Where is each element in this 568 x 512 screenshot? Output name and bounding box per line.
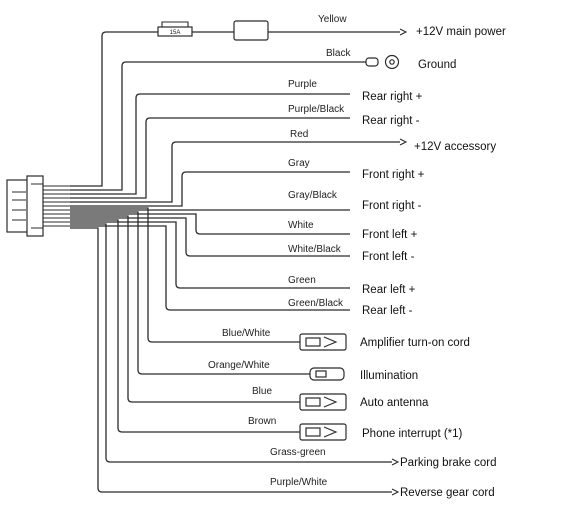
- wire-color-yellow: Yellow: [318, 14, 347, 25]
- wire-purple: [70, 93, 350, 195]
- wire-green-black: [70, 225, 350, 311]
- wire-color-black: Black: [326, 48, 351, 59]
- ground-terminal-icon: [365, 54, 400, 70]
- wire-function-front-right-minus: Front right -: [362, 200, 422, 212]
- harness-connector: [6, 175, 70, 237]
- phone-interrupt-connector-icon: [299, 423, 347, 441]
- wire-orange-white: [70, 211, 310, 375]
- wire-function-front-left-minus: Front left -: [362, 251, 415, 263]
- wire-white-black: [70, 217, 350, 257]
- wire-function-front-left-plus: Front left +: [362, 229, 418, 241]
- wire-gray: [70, 171, 350, 207]
- wire-color-green: Green: [288, 275, 316, 286]
- wire-function-front-right-plus: Front right +: [362, 169, 425, 181]
- wire-color-gray: Gray: [288, 158, 310, 169]
- wire-function-rear-left-plus: Rear left +: [362, 284, 416, 296]
- wire-function-main-power: +12V main power: [416, 26, 506, 38]
- wire-purple-black: [70, 117, 350, 199]
- wire-color-brown: Brown: [248, 416, 276, 427]
- wire-color-gray-black: Gray/Black: [288, 190, 338, 201]
- wire-blue: [70, 215, 300, 403]
- wire-function-amplifier: Amplifier turn-on cord: [360, 337, 470, 349]
- wire-bundle: [70, 28, 408, 496]
- wire-color-green-black: Green/Black: [288, 298, 344, 309]
- wire-red: [70, 141, 400, 203]
- wire-function-rear-right-plus: Rear right +: [362, 91, 423, 103]
- wire-color-blue: Blue: [252, 386, 272, 397]
- wire-function-accessory: +12V accessory: [414, 141, 496, 153]
- antenna-connector-icon: [299, 393, 347, 411]
- wire-function-auto-antenna: Auto antenna: [360, 397, 429, 409]
- wire-black: [70, 61, 366, 191]
- wire-color-blue-white: Blue/White: [222, 328, 271, 339]
- wire-color-white: White: [288, 220, 314, 231]
- fuse: 15A: [157, 21, 193, 37]
- wire-end-icon: [391, 458, 400, 466]
- wire-function-illumination: Illumination: [360, 370, 418, 382]
- wire-yellow: [70, 31, 400, 187]
- wire-function-rear-left-minus: Rear left -: [362, 305, 413, 317]
- wire-green: [70, 221, 350, 289]
- inline-fuse-holder: [233, 20, 269, 41]
- wire-function-rear-right-minus: Rear right -: [362, 115, 420, 127]
- fuse-label: 15A: [170, 30, 181, 36]
- wire-function-ground: Ground: [418, 59, 456, 71]
- wire-color-orange-white: Orange/White: [208, 360, 270, 371]
- wire-end-icon: [399, 28, 408, 36]
- wire-white: [70, 213, 350, 235]
- wire-color-purple-black: Purple/Black: [288, 104, 345, 115]
- wire-function-phone-interrupt: Phone interrupt (*1): [362, 428, 463, 440]
- wire-purple-white: [70, 227, 392, 493]
- wire-color-red: Red: [290, 129, 308, 140]
- wire-color-purple-white: Purple/White: [270, 477, 328, 488]
- wire-end-icon: [391, 488, 400, 496]
- wire-color-white-black: White/Black: [288, 244, 342, 255]
- wire-blue-white: [70, 207, 300, 343]
- wire-color-purple: Purple: [288, 79, 317, 90]
- wire-function-reverse-gear: Reverse gear cord: [400, 487, 495, 499]
- wire-grass-green: [70, 223, 392, 463]
- illumination-connector-icon: [309, 367, 345, 381]
- wire-color-grass-green: Grass-green: [270, 447, 326, 458]
- wire-end-icon: [399, 138, 408, 146]
- wire-brown: [70, 219, 300, 433]
- wire-labels: Yellow +12V main power Black Ground Purp…: [208, 14, 506, 499]
- amplifier-connector-icon: [299, 333, 347, 351]
- wire-function-parking-brake: Parking brake cord: [400, 457, 497, 469]
